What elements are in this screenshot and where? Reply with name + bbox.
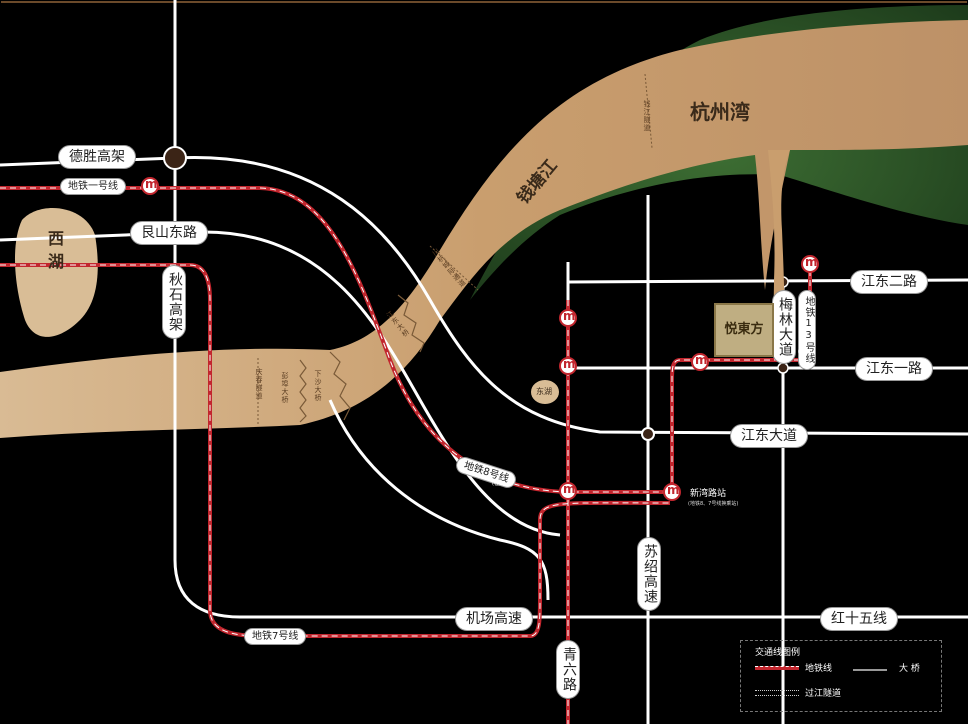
station-jiangdong1 [691, 353, 709, 371]
road-label-suxing: 苏绍高速 [637, 537, 661, 611]
metro-label-line13-sub: (规划) [798, 349, 812, 355]
legend-bridge-label: 大 桥 [899, 664, 920, 674]
station-qingliu-2 [559, 357, 577, 375]
metro-label-line13: 地铁13号线 [798, 290, 816, 370]
station-label-xinwan-sub: (地铁8、7号线换乘站) [688, 501, 739, 507]
metro-icon: m [695, 353, 708, 367]
metro-lines [0, 186, 812, 724]
road-label-desheng: 德胜高架 [58, 145, 136, 169]
road-label-genshan: 艮山东路 [130, 221, 208, 245]
station-xinwan [663, 483, 681, 501]
metro-icon: m [145, 177, 158, 191]
legend: 交通线图例 地铁线 大 桥 过江隧道 [740, 640, 942, 712]
road-label-jiangdong-ave: 江东大道 [730, 424, 808, 448]
bay-label: 杭州湾 [690, 100, 750, 124]
bridge-xiasha [329, 351, 351, 421]
tunnels [257, 73, 653, 424]
west-lake-label-1: 西 [48, 229, 65, 248]
bridge-pengbu [299, 359, 307, 423]
road-label-meilin: 梅林大道 [772, 290, 796, 364]
station-line13-north [801, 255, 819, 273]
metro-icon: m [563, 309, 576, 323]
legend-tunnel-label: 过江隧道 [805, 689, 842, 699]
top-border [1, 1, 967, 3]
metro-icon: m [563, 482, 576, 496]
road-label-qingliu: 青六路 [556, 640, 580, 699]
road-label-jiangdong2: 江东二路 [850, 270, 928, 294]
qingchun-tunnel-label: 庆春隧道 [255, 368, 263, 400]
station-qingliu-3 [559, 482, 577, 500]
station-qingliu-1 [559, 309, 577, 327]
legend-title: 交通线图例 [755, 648, 801, 658]
legend-tunnel-swatch [755, 690, 799, 696]
meilin-channel [768, 150, 790, 360]
pengbu-bridge-label: 彭埠大桥 [281, 372, 289, 404]
tunnel-qianjiang [644, 73, 653, 149]
node-meilin2 [777, 362, 789, 374]
metro-label-line1: 地铁一号线 [60, 178, 126, 195]
bridge-jianggeng [397, 294, 425, 353]
road-outer [328, 399, 550, 601]
east-lake-label: 东湖 [536, 387, 552, 396]
road-label-qiushi: 秋石高架 [162, 265, 186, 339]
tunnel-chuanzi [429, 245, 479, 291]
desheng-node [163, 146, 187, 170]
qianjiang-tunnel-label: 钱江隧道 [643, 100, 651, 132]
metro-icon: m [563, 357, 576, 371]
east-lake [531, 380, 559, 404]
legend-metro-label: 地铁线 [805, 664, 833, 674]
road-qiushi [173, 0, 968, 619]
metro-icon: m [805, 255, 818, 269]
west-lake [14, 208, 98, 337]
road-label-jichang: 机场高速 [455, 607, 533, 631]
legend-bridge-swatch [853, 663, 887, 671]
road-genshan [0, 230, 561, 537]
xiasha-bridge-label: 下沙大桥 [314, 370, 322, 402]
legend-metro-swatch [755, 666, 799, 670]
station-line1-west [141, 177, 159, 195]
metro-label-line8-sub: (在建) [492, 481, 506, 487]
node-jiangdong [641, 427, 655, 441]
road-desheng [0, 155, 968, 436]
station-label-xinwan: 新湾路站 [690, 489, 727, 499]
bridges [299, 294, 425, 423]
road-label-hong15: 红十五线 [820, 607, 898, 631]
metro-dash [0, 187, 811, 724]
qiantang-river [0, 20, 968, 438]
road-label-jiangdong1: 江东一路 [855, 357, 933, 381]
project-marker[interactable]: 悦東方 [714, 303, 774, 357]
west-lake-label-2: 湖 [48, 252, 65, 271]
metro-icon: m [667, 483, 680, 497]
metro-label-line7: 地铁7号线 [244, 628, 307, 645]
metro-stations [141, 177, 819, 501]
project-name: 悦東方 [724, 322, 764, 337]
